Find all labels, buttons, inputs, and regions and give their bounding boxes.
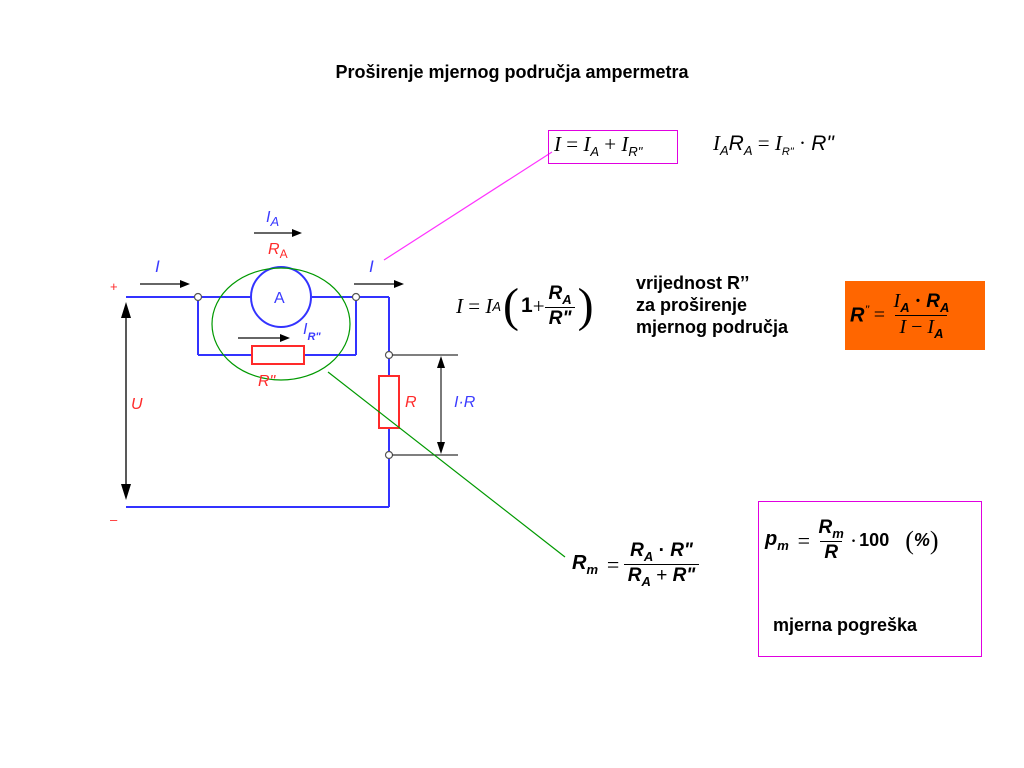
combined-resistance-equation: Rm = RA · R" RA + R": [572, 540, 700, 589]
error-formula: pm = Rm R · 100 (%): [765, 517, 939, 563]
voltage-label: U: [131, 396, 143, 413]
shunt-value-note: vrijednost R’’ za proširenje mjernog pod…: [636, 273, 789, 337]
error-formula-box: [758, 501, 982, 657]
arrow-right-icon: [394, 280, 404, 288]
load-resistance-label: R: [405, 394, 417, 411]
ammeter-symbol: A: [274, 290, 285, 307]
ammeter-resistance-label: RA: [268, 241, 288, 261]
arrow-right-icon: [180, 280, 190, 288]
arrow-up-icon: [121, 302, 131, 318]
voltage-balance-equation: IARA = IR" · R": [713, 131, 834, 158]
voltage-drop-label: I·R: [454, 394, 476, 411]
arrow-up-icon: [437, 356, 445, 368]
current-label-right: I: [369, 257, 374, 276]
minus-terminal: –: [110, 512, 118, 527]
error-note: mjerna pogreška: [773, 615, 918, 635]
arrow-down-icon: [121, 484, 131, 500]
arrow-right-icon: [280, 334, 290, 342]
shunt-current-label: IR": [303, 321, 321, 343]
arrow-right-icon: [292, 229, 302, 237]
page-title: Proširenje mjernog područja ampermetra: [335, 62, 689, 82]
shunt-formula: R’’ = IA · RA I − IA: [850, 290, 950, 341]
plus-terminal: +: [110, 279, 118, 294]
current-label-left: I: [155, 257, 160, 276]
shunt-resistor: [251, 345, 305, 365]
arrow-down-icon: [437, 442, 445, 454]
current-sum-equation: I = IA + IR": [554, 132, 643, 159]
ammeter-current-label: IA: [266, 209, 279, 229]
current-sum-equation-box: [548, 130, 678, 164]
shunt-resistance-label: R": [258, 373, 277, 390]
